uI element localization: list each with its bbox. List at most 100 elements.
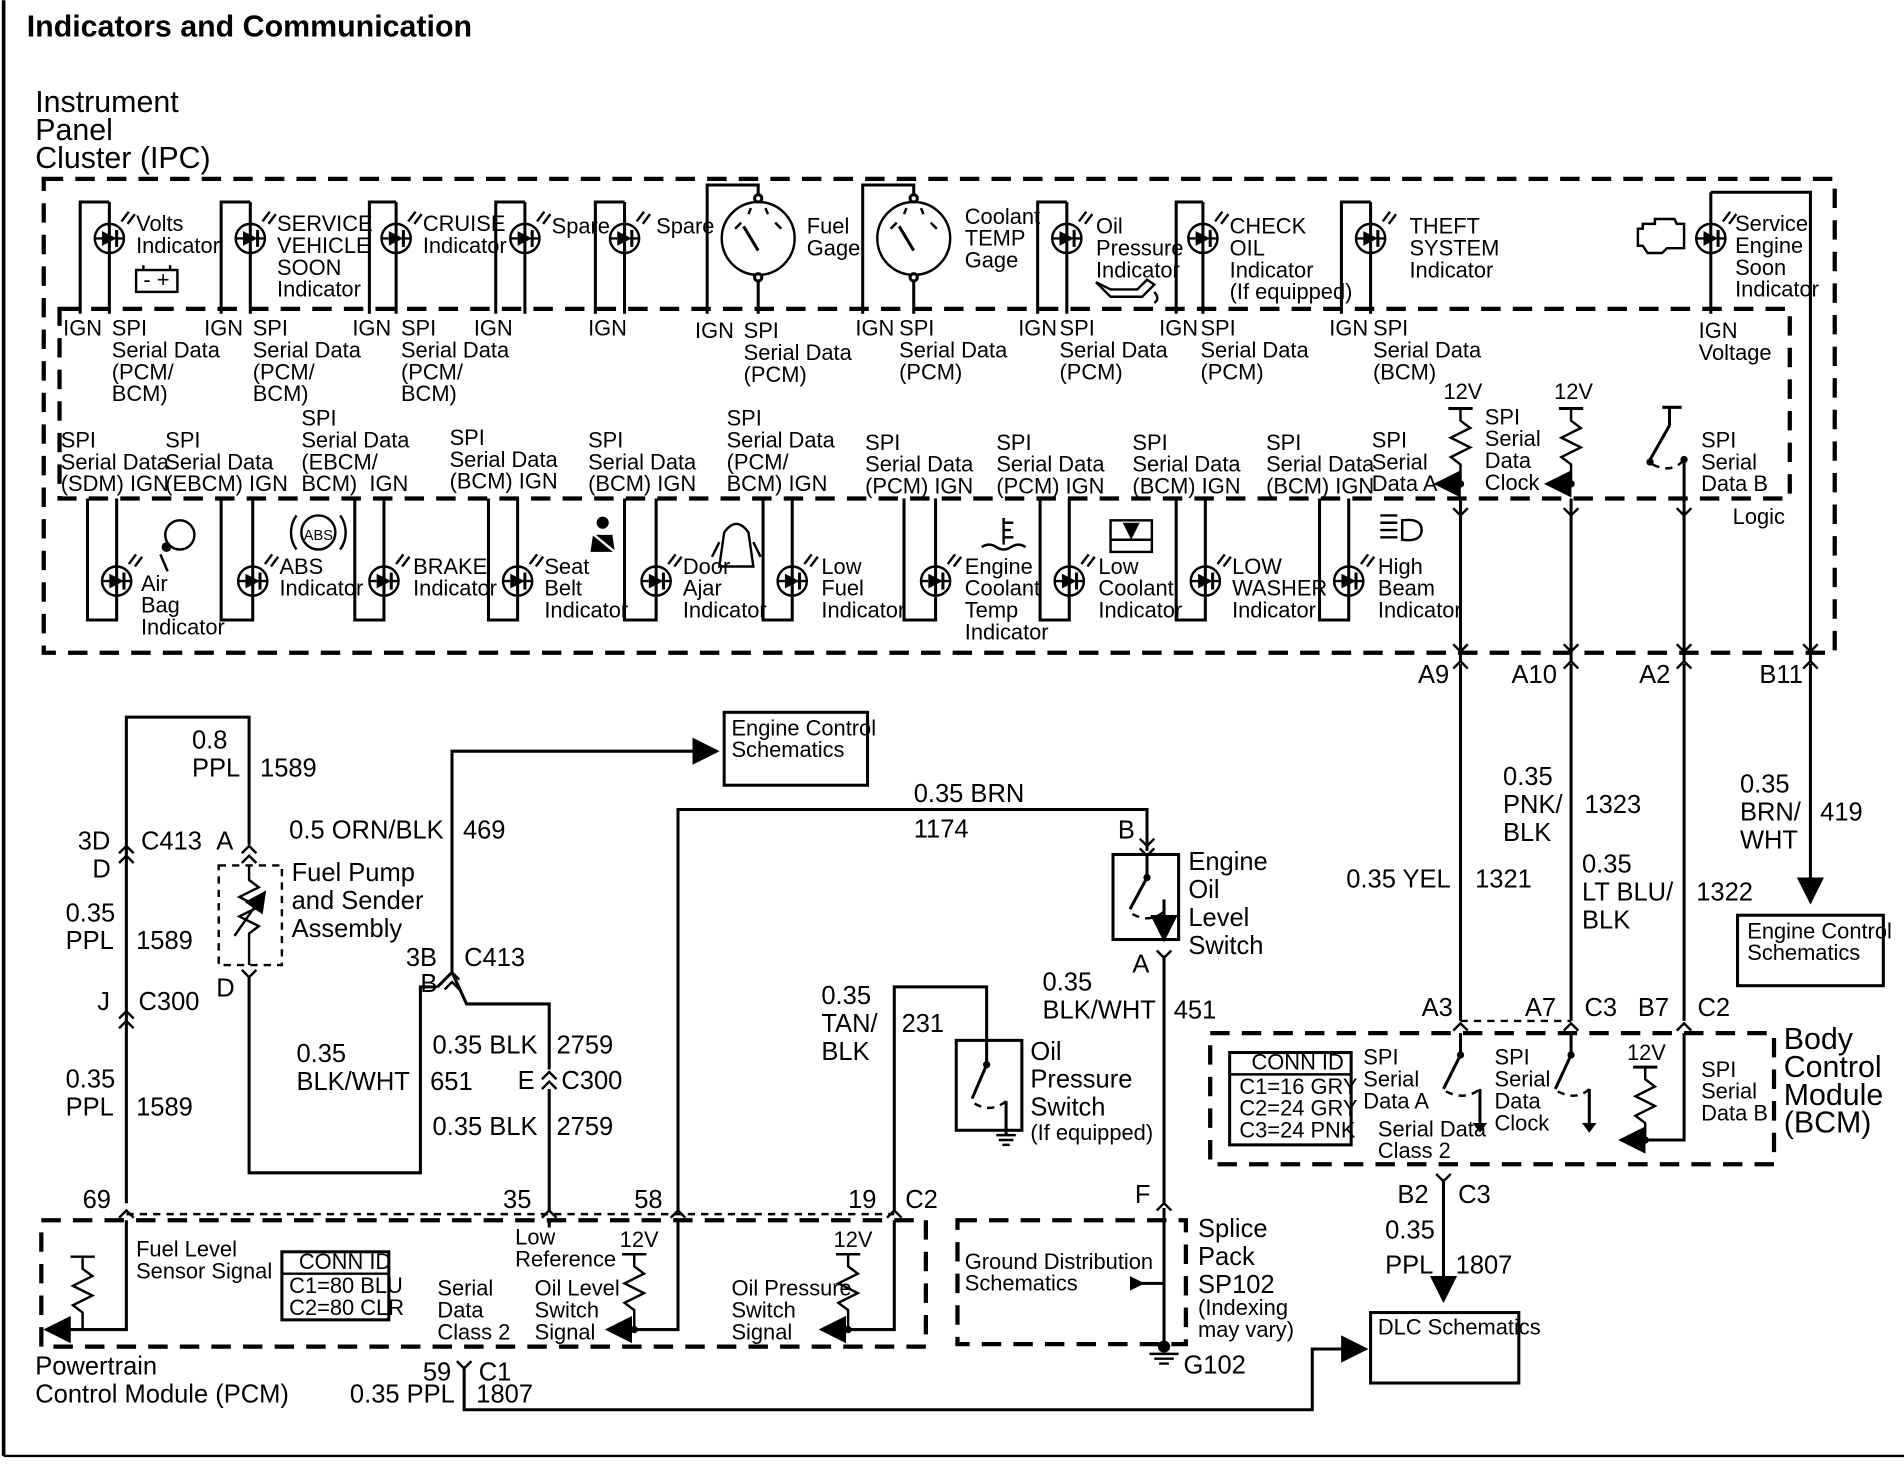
svg-text:Indicator: Indicator [1378, 598, 1462, 623]
svg-text:(BCM): (BCM) [1784, 1107, 1872, 1140]
svg-text:(SDM) IGN: (SDM) IGN [61, 471, 169, 496]
svg-text:Fuel: Fuel [821, 576, 864, 601]
svg-text:SPI: SPI [112, 316, 147, 341]
svg-text:B: B [420, 970, 437, 998]
svg-text:58: 58 [634, 1186, 662, 1214]
seatbelt-icon [587, 516, 616, 553]
svg-text:12V: 12V [1627, 1040, 1666, 1065]
svg-text:Fuel Pump: Fuel Pump [292, 859, 415, 887]
svg-text:12V: 12V [834, 1227, 873, 1252]
oil-pressure-switch: Oil Pressure Switch (If equipped) [954, 1038, 1153, 1147]
svg-text:0.35: 0.35 [1043, 969, 1093, 997]
svg-text:12V: 12V [1443, 379, 1482, 404]
led-icon [776, 553, 819, 597]
svg-text:ABS: ABS [279, 554, 323, 579]
svg-text:Oil Level: Oil Level [535, 1276, 620, 1301]
led-icon [380, 210, 423, 255]
svg-text:DLC Schematics: DLC Schematics [1378, 1314, 1541, 1339]
svg-text:(PCM): (PCM) [744, 362, 807, 387]
svg-text:C3: C3 [1458, 1181, 1491, 1209]
svg-text:0.35 BRN: 0.35 BRN [914, 780, 1025, 808]
svg-text:C2=80 CLR: C2=80 CLR [289, 1295, 404, 1320]
svg-text:SPI: SPI [1372, 427, 1407, 452]
svg-text:3D: 3D [78, 828, 111, 856]
svg-text:may vary): may vary) [1198, 1317, 1294, 1342]
svg-text:Spare: Spare [656, 214, 714, 239]
svg-text:SPI: SPI [996, 430, 1031, 455]
svg-text:Indicator: Indicator [1098, 598, 1182, 623]
svg-text:CHECK: CHECK [1230, 214, 1307, 239]
svg-text:IGN: IGN [1329, 316, 1368, 341]
svg-text:Serial: Serial [1701, 449, 1757, 474]
top-row-label-10: IGN [855, 316, 894, 341]
svg-text:2759: 2759 [556, 1113, 613, 1141]
svg-text:Body: Body [1784, 1023, 1854, 1056]
svg-text:Oil: Oil [1188, 876, 1219, 904]
svg-text:SERVICE: SERVICE [277, 211, 373, 236]
svg-text:Indicator: Indicator [683, 598, 767, 623]
svg-text:Control: Control [1784, 1051, 1882, 1084]
pcm-low-reference: Low Reference [515, 1220, 616, 1271]
svg-text:Low: Low [821, 554, 861, 579]
svg-text:SPI: SPI [1701, 427, 1736, 452]
svg-text:BLK/WHT: BLK/WHT [1043, 997, 1156, 1025]
top-row-label-4: IGN [352, 316, 391, 341]
svg-text:A: A [1132, 950, 1149, 978]
led-icon [236, 553, 280, 597]
svg-text:Serial: Serial [1495, 1067, 1551, 1092]
svg-text:A3: A3 [1422, 994, 1453, 1022]
svg-text:Data B: Data B [1701, 1101, 1768, 1126]
svg-text:A: A [216, 828, 233, 856]
svg-text:Powertrain: Powertrain [35, 1353, 157, 1381]
svg-text:SPI: SPI [1132, 430, 1167, 455]
svg-text:Data A: Data A [1363, 1088, 1429, 1113]
top-indicator-4: Spare [593, 200, 714, 314]
svg-text:1322: 1322 [1696, 879, 1753, 907]
svg-text:VEHICLE: VEHICLE [277, 233, 371, 258]
wire-1322: 0.35 LT BLU/ BLK 1322 [1582, 851, 1753, 935]
svg-text:59: 59 [423, 1359, 451, 1387]
svg-text:Engine: Engine [1188, 848, 1267, 876]
wire-451: 0.35 BLK/WHT 451 [1043, 969, 1217, 1025]
svg-text:SPI: SPI [165, 427, 200, 452]
fuel-pump-sender-assembly: 0.8 PPL 1589 3D C413 A D Fuel Pump and S… [66, 715, 473, 1204]
svg-text:0.8: 0.8 [192, 727, 227, 755]
svg-text:Module: Module [1784, 1079, 1884, 1112]
svg-text:Indicator: Indicator [423, 233, 507, 258]
svg-text:Serial Data: Serial Data [301, 427, 410, 452]
svg-text:231: 231 [902, 1010, 945, 1038]
svg-text:1807: 1807 [476, 1380, 533, 1408]
svg-text:(EBCM) IGN: (EBCM) IGN [165, 471, 288, 496]
pin-a9: A9 [1418, 661, 1449, 689]
svg-text:Serial Data: Serial Data [1060, 338, 1169, 363]
low-coolant-icon [1109, 519, 1154, 554]
svg-text:SPI: SPI [1701, 1057, 1736, 1082]
coolant-temp-icon [981, 517, 1027, 551]
splice-pack: F Splice Pack SP102 (Indexing may vary) … [965, 1181, 1294, 1379]
pcm-oil-pressure-signal: 12V Oil Pressure Switch Signal [731, 1220, 896, 1344]
svg-text:and Sender: and Sender [292, 887, 424, 915]
svg-text:Fuel Level: Fuel Level [136, 1237, 237, 1262]
coolant-gage-icon [876, 193, 952, 283]
svg-text:(If equipped): (If equipped) [1030, 1120, 1153, 1145]
diagram-title: Indicators and Communication [27, 11, 472, 44]
svg-text:SYSTEM: SYSTEM [1409, 235, 1499, 260]
svg-text:Beam: Beam [1378, 576, 1435, 601]
svg-text:SPI: SPI [588, 427, 623, 452]
svg-text:D: D [216, 975, 234, 1003]
svg-text:0.35: 0.35 [1503, 763, 1553, 791]
